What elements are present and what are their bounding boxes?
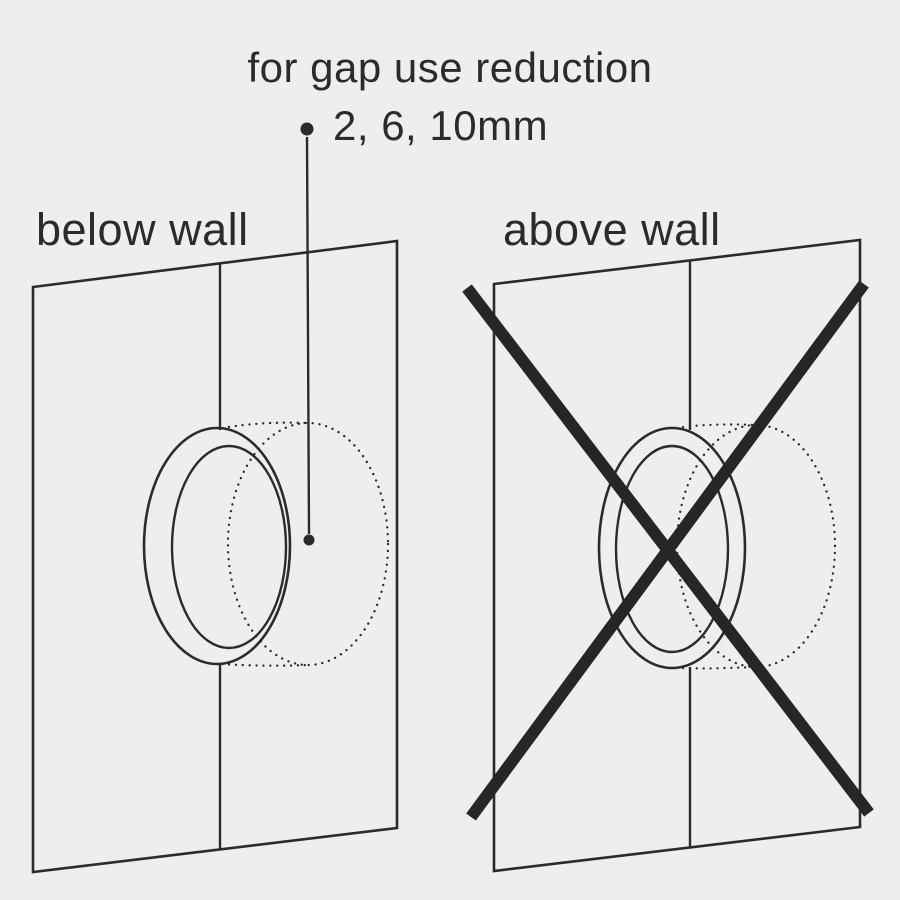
right-cylinder-inner-ring <box>614 444 730 654</box>
cross-stroke-ascending <box>466 280 869 821</box>
above-wall-label: above wall <box>503 204 721 255</box>
right-recess-dotted-top-edge <box>674 423 758 430</box>
right-diagram <box>462 238 874 873</box>
right-recess-dotted-outline <box>675 423 837 669</box>
gap-pointer <box>300 122 315 546</box>
left-recess-dotted-top-edge <box>220 421 310 430</box>
right-recess-dotted-bottom-edge <box>674 665 758 670</box>
bullet-dot-icon <box>300 122 314 136</box>
left-wall-panel <box>31 239 399 874</box>
cross-icon <box>462 280 874 821</box>
diagram-title: for gap use reduction <box>247 44 653 91</box>
below-wall-label: below wall <box>36 204 249 255</box>
right-wall-panel <box>492 238 862 873</box>
left-cylinder-outer-ring <box>142 426 292 666</box>
left-diagram <box>31 239 399 874</box>
pointer-end-dot-icon <box>303 534 315 546</box>
left-recess-dotted-outline <box>226 421 390 667</box>
gap-values-label: 2, 6, 10mm <box>333 102 549 149</box>
right-cylinder-outer-ring <box>597 426 747 670</box>
left-cylinder-inner-ring <box>170 444 288 650</box>
pointer-line <box>305 136 311 535</box>
